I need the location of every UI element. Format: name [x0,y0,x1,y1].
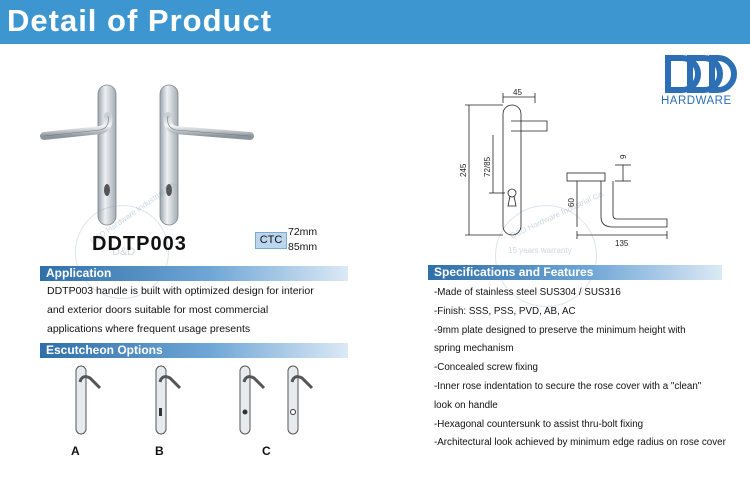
product-photo [40,84,254,226]
watermark-seal-right: D&D Hardware Industrial Co. 15 years war… [495,189,606,307]
option-label-a: A [71,444,80,458]
escutcheon-header: Escutcheon Options [40,343,348,358]
escutcheon-c-plate-1 [239,365,251,435]
dim-135: 135 [615,239,629,248]
dim-60: 60 [567,198,576,207]
left-backplate [97,84,117,226]
spec-line: look on handle [434,400,498,411]
escutcheon-a-plate [75,365,87,435]
option-label-c: C [262,444,271,458]
escutcheon-c-plate-2 [287,365,299,435]
ctc-table: CTC 72mm 85mm [255,224,329,255]
ctc-value-2: 85mm [288,241,318,253]
application-header: Application [40,266,348,281]
spec-line: -Architectural look achieved by minimum … [434,437,726,448]
spec-line: -9mm plate designed to preserve the mini… [434,325,686,336]
escutcheon-options-figure [75,365,314,435]
spec-line: spring mechanism [434,343,514,354]
ctc-value-1: 72mm [288,226,318,238]
technical-drawing: 45 245 72/85 9 60 135 [459,88,668,248]
drawing-backplate [502,104,522,236]
dim-45: 45 [513,88,522,97]
spec-line: -Inner rose indentation to secure the ro… [434,381,702,392]
brand-logo [665,55,737,93]
dim-9: 9 [619,154,628,159]
specs-header: Specifications and Features [428,265,722,280]
spec-line: -Hexagonal countersunk to assist thru-bo… [434,419,644,430]
option-label-b: B [155,444,164,458]
page-title: Detail of Product [7,3,273,38]
escutcheon-b-plate [155,365,167,435]
dim-72-85: 72/85 [483,156,492,177]
spec-line: -Finish: SSS, PSS, PVD, AB, AC [434,306,576,317]
model-number: DDTP003 [92,233,187,255]
ctc-label: CTC [255,232,287,249]
escutcheon-title: Escutcheon Options [46,343,163,357]
dim-245: 245 [459,163,468,177]
brand-wordmark: HARDWARE [661,95,732,107]
right-backplate [159,84,179,226]
application-line: applications where frequent usage presen… [47,323,251,335]
watermark-seal-left: D&D Hardware Industrial Co. D&D [75,179,178,299]
spec-line: -Concealed screw fixing [434,362,539,373]
specs-title: Specifications and Features [434,265,594,279]
application-line: and exterior doors suitable for most com… [47,304,269,316]
application-title: Application [46,266,112,280]
application-line: DDTP003 handle is built with optimized d… [47,285,314,297]
spec-line: -Made of stainless steel SUS304 / SUS316 [434,287,621,298]
header-banner: Detail of Product [0,0,750,44]
